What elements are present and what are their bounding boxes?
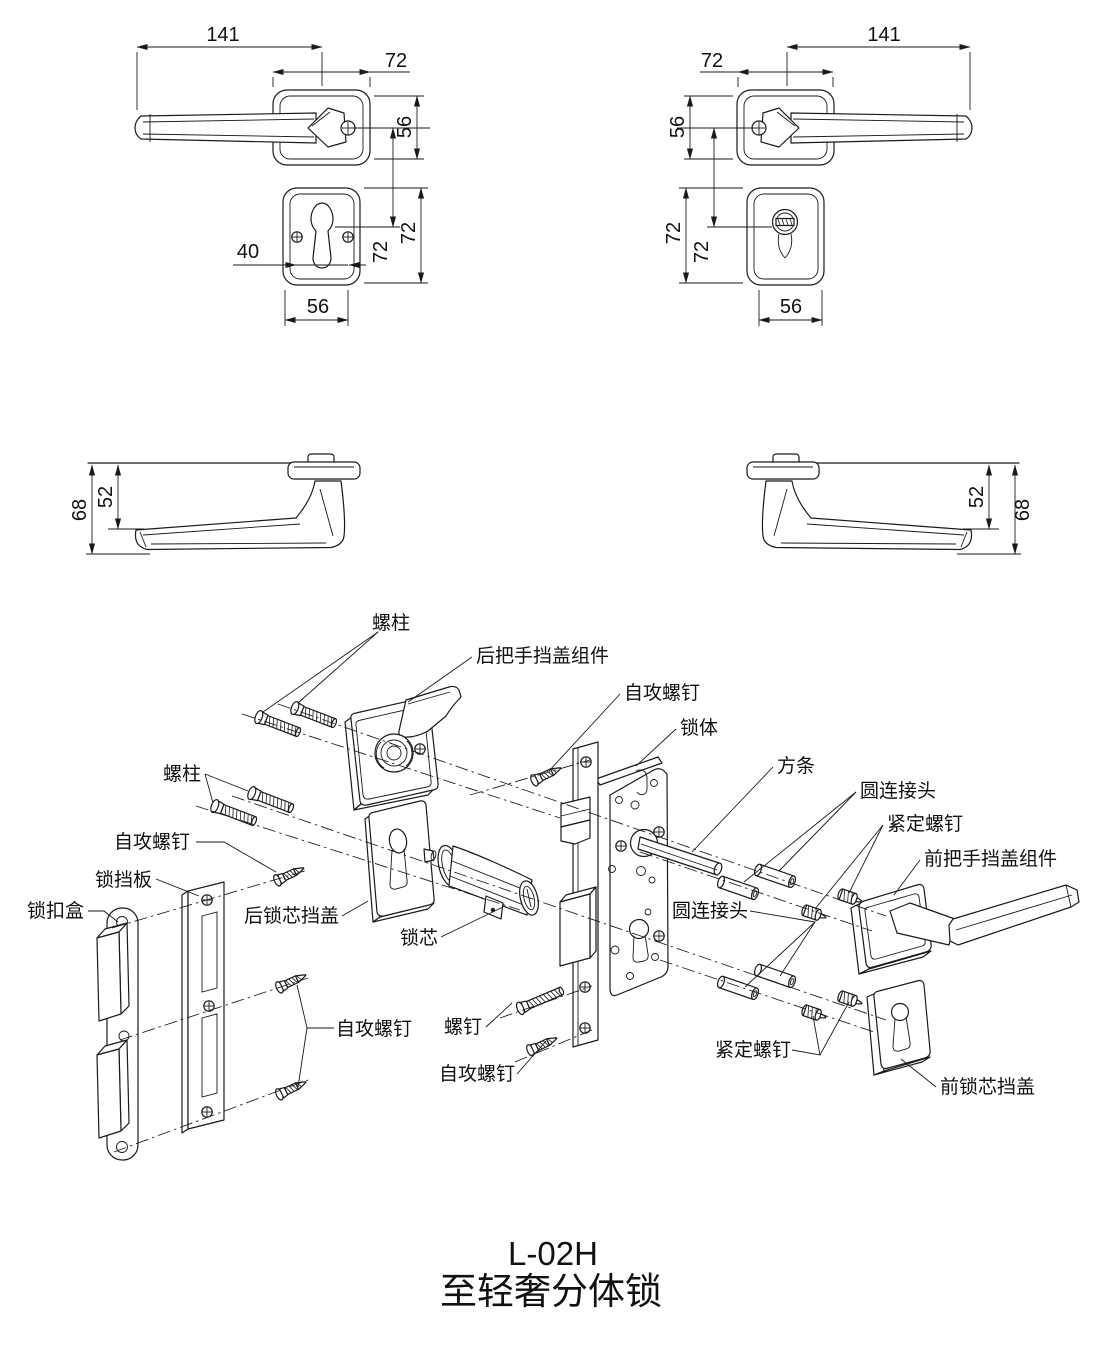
self-tapping-screw xyxy=(528,762,564,788)
rear-cylinder-cover xyxy=(364,800,437,923)
dimensions-side-left: 68 52 xyxy=(69,464,150,555)
label-set-screw-upper: 紧定螺钉 xyxy=(887,813,963,835)
label-front-cylinder-cover: 前锁芯挡盖 xyxy=(940,1076,1035,1098)
dim-52: 52 xyxy=(966,486,988,508)
round-connector xyxy=(752,962,798,989)
escutcheon-outline xyxy=(746,187,825,286)
label-cylinder: 锁芯 xyxy=(400,927,438,949)
label-strike-plate: 锁挡板 xyxy=(95,869,152,891)
round-connector xyxy=(715,874,761,901)
dim-68: 68 xyxy=(1012,499,1034,521)
product-name: 至轻奢分体锁 xyxy=(440,1271,662,1312)
leader-fork-left-screws xyxy=(296,984,334,1088)
label-rear-cylinder-cover: 后锁芯挡盖 xyxy=(244,905,339,927)
label-self-tapping-screw-top: 自攻螺钉 xyxy=(624,682,700,704)
front-view-right: 141 72 56 72 72 56 xyxy=(663,24,973,326)
title-block: L-02H 至轻奢分体锁 xyxy=(440,1235,662,1312)
escutcheon-screw-right xyxy=(342,231,354,243)
dimensions-front-right: 141 72 56 72 72 56 xyxy=(663,24,971,326)
dim-141: 141 xyxy=(206,24,239,46)
dim-72-escutcheon: 72 xyxy=(663,222,685,244)
dim-56-rose: 56 xyxy=(394,116,416,138)
front-cylinder-cover xyxy=(866,979,931,1076)
dim-141: 141 xyxy=(867,24,900,46)
dimensions-front-left: 141 72 56 72 72 40 56 xyxy=(136,24,430,326)
leader-lines xyxy=(88,631,937,1088)
label-stud-top: 螺柱 xyxy=(372,612,410,634)
label-self-tapping-screw-bottom: 自攻螺钉 xyxy=(439,1063,515,1085)
dim-72-rose: 72 xyxy=(385,50,407,72)
lever-profile xyxy=(761,480,973,551)
dim-52: 52 xyxy=(95,486,117,508)
lock-cylinder xyxy=(437,844,539,920)
self-tapping-screw xyxy=(271,862,307,888)
label-lock-body: 锁体 xyxy=(680,717,718,739)
label-set-screw-lower: 紧定螺钉 xyxy=(715,1039,791,1061)
label-rear-handle-cover: 后把手挡盖组件 xyxy=(476,645,609,667)
label-stud-left: 螺柱 xyxy=(163,763,201,785)
lock-body xyxy=(608,768,669,997)
dim-68: 68 xyxy=(69,499,91,521)
label-front-handle-cover: 前把手挡盖组件 xyxy=(924,848,1057,870)
dimensions-side-right: 68 52 xyxy=(957,464,1034,555)
part-labels: 螺柱 后把手挡盖组件 自攻螺钉 锁体 方条 圆连接头 紧定螺钉 前把手挡盖组件 … xyxy=(27,612,1057,1098)
dim-40: 40 xyxy=(237,241,259,263)
stud xyxy=(245,784,296,816)
center-axes xyxy=(111,703,887,1153)
self-tapping-screw xyxy=(273,969,309,995)
rose-profile xyxy=(746,461,820,480)
handle-lever xyxy=(790,112,973,144)
square-bar xyxy=(637,836,723,876)
label-self-tapping-screw-upperleft: 自攻螺钉 xyxy=(114,831,190,853)
strike-plate xyxy=(181,881,225,1134)
dim-72-center: 72 xyxy=(370,241,392,263)
dim-56-rose: 56 xyxy=(667,116,689,138)
dim-56-escutcheon: 56 xyxy=(307,296,329,318)
cylinder-face xyxy=(771,208,799,259)
front-handle-cover-assembly xyxy=(850,883,1080,975)
dim-72-center: 72 xyxy=(691,241,713,263)
self-tapping-screw xyxy=(273,1076,309,1102)
machine-screw xyxy=(514,983,567,1017)
label-round-connector-lower: 圆连接头 xyxy=(672,900,748,922)
set-screw xyxy=(836,989,865,1010)
label-square-bar: 方条 xyxy=(777,755,815,777)
label-self-tapping-screw-left: 自攻螺钉 xyxy=(336,1018,412,1040)
dim-72-rose: 72 xyxy=(701,50,723,72)
faceplate xyxy=(559,741,599,1048)
keyhole xyxy=(310,202,334,269)
catch-box xyxy=(96,907,139,1161)
lever-profile xyxy=(134,480,346,551)
round-connector xyxy=(752,862,798,889)
exploded-view: 螺柱 后把手挡盖组件 自攻螺钉 锁体 方条 圆连接头 紧定螺钉 前把手挡盖组件 … xyxy=(27,612,1080,1161)
escutcheon-screw-left xyxy=(291,231,303,243)
side-view-left: 68 52 xyxy=(69,453,361,555)
stud xyxy=(288,699,339,731)
label-screw: 螺钉 xyxy=(444,1016,482,1038)
side-view-right: 68 52 xyxy=(746,453,1034,555)
dim-72-escutcheon: 72 xyxy=(398,222,420,244)
label-round-connector-upper: 圆连接头 xyxy=(860,780,936,802)
rose-profile xyxy=(287,461,361,480)
handle-lever xyxy=(134,112,317,144)
label-catch-box: 锁扣盒 xyxy=(27,900,84,922)
model-code: L-02H xyxy=(508,1235,598,1272)
front-view-left: 141 72 56 72 72 40 56 xyxy=(134,24,430,326)
rear-handle-cover-assembly xyxy=(344,685,462,811)
dim-56-escutcheon: 56 xyxy=(780,296,802,318)
